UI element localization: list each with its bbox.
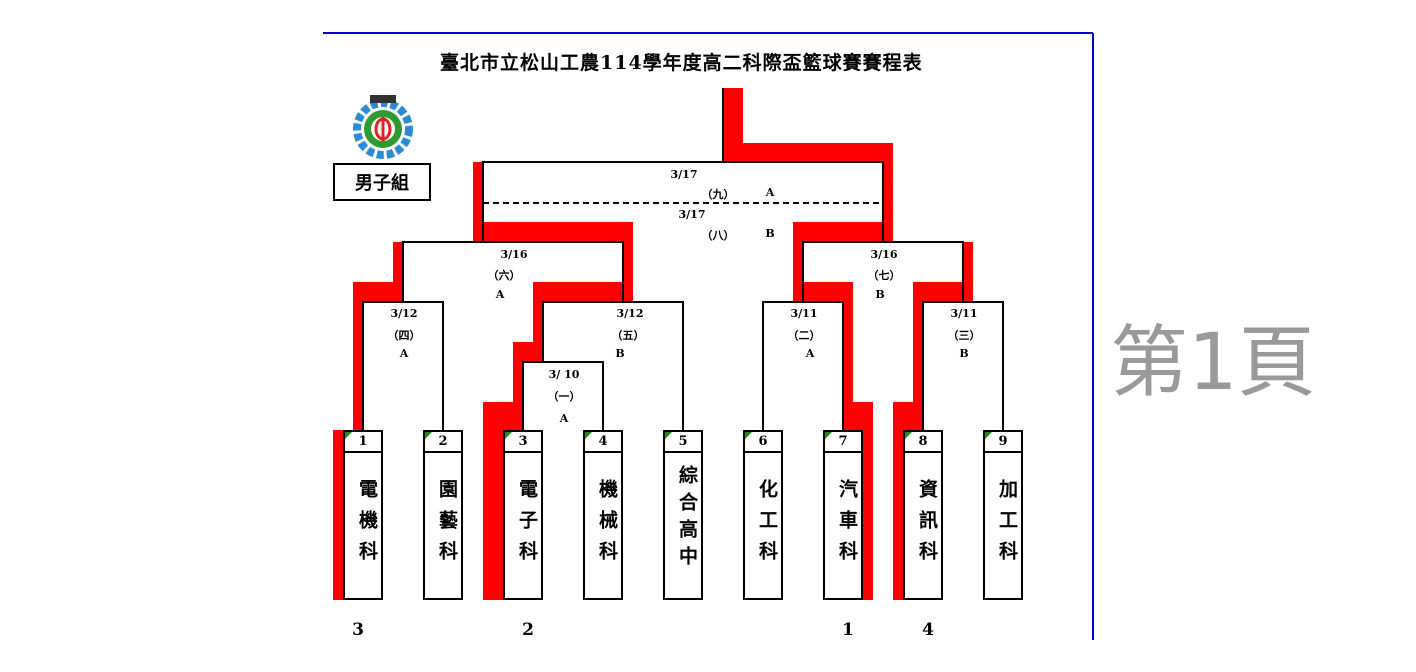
team-box: 3 電子科 — [503, 430, 543, 600]
match-7 — [802, 241, 964, 302]
match-3 — [922, 301, 1004, 430]
team-box: 4 機械科 — [583, 430, 623, 600]
team-box: 6 化工科 — [743, 430, 783, 600]
match-5 — [542, 301, 684, 430]
bracket — [362, 88, 1004, 430]
red-5-win — [533, 282, 623, 302]
team-box: 7 汽車科 — [823, 430, 863, 600]
red-champion — [723, 143, 893, 162]
red-6-win — [483, 222, 633, 242]
team-name: 機械科 — [596, 479, 618, 572]
red-5-win — [533, 282, 543, 362]
match-court: B — [875, 288, 885, 301]
match-date: 3/16 — [870, 248, 898, 261]
match-number: （一） — [547, 390, 581, 403]
match-number: （二） — [787, 329, 821, 342]
team-number: 4 — [585, 432, 621, 453]
final-rank: 2 — [522, 620, 534, 640]
red-team7 — [863, 402, 873, 600]
team-name: 化工科 — [756, 479, 778, 572]
red-final-left — [473, 162, 483, 242]
red-champion — [723, 88, 743, 148]
match-date: 3/17 — [670, 168, 698, 181]
team-number: 9 — [985, 432, 1021, 453]
team-box: 2 園藝科 — [423, 430, 463, 600]
red-3-win — [963, 242, 973, 302]
final-rank: 3 — [352, 620, 364, 640]
team-name: 資訊科 — [916, 479, 938, 572]
match-1 — [522, 361, 604, 430]
red-1-win — [513, 342, 523, 412]
match-number: （七） — [867, 269, 901, 282]
red-team3 — [483, 402, 503, 600]
red-2-win — [843, 282, 853, 430]
match-court: A — [495, 288, 505, 301]
group-label: 男子組 — [333, 163, 431, 201]
red-6-win — [623, 222, 633, 302]
team-box: 9 加工科 — [983, 430, 1023, 600]
team-box: 5 綜合高中 — [663, 430, 703, 600]
match-number: （四） — [387, 329, 421, 342]
match-number: （八） — [701, 229, 735, 242]
match-number: （九） — [701, 188, 735, 201]
red-2-win — [803, 282, 853, 302]
match-court: A — [765, 186, 775, 199]
red-4-win — [353, 282, 363, 430]
page-title: 臺北市立松山工農114學年度高二科際盃籃球賽賽程表 — [440, 52, 923, 74]
match-court: B — [615, 347, 625, 360]
red-team8 — [893, 402, 903, 600]
match-date: 3/12 — [616, 307, 644, 320]
match-court: A — [805, 347, 815, 360]
team-number: 2 — [425, 432, 461, 453]
team-number: 3 — [505, 432, 541, 453]
red-7-win — [793, 222, 803, 302]
red-team1 — [333, 430, 343, 600]
match-6 — [402, 241, 624, 302]
match-date: 3/ 10 — [548, 368, 580, 381]
team-number: 6 — [745, 432, 781, 453]
team-number: 7 — [825, 432, 861, 453]
match-4 — [362, 301, 444, 430]
red-3-win — [913, 282, 973, 302]
page-watermark: 第1頁 — [1110, 318, 1316, 408]
match-date: 3/12 — [390, 307, 418, 320]
match-2 — [762, 301, 844, 430]
red-7-win — [793, 222, 883, 242]
team-number: 5 — [665, 432, 701, 453]
match-date: 3/11 — [790, 307, 818, 320]
team-box: 8 資訊科 — [903, 430, 943, 600]
team-name: 綜合高中 — [676, 465, 698, 573]
red-4-win — [353, 282, 403, 302]
match-number: （五） — [611, 329, 645, 342]
match-date: 3/16 — [500, 248, 528, 261]
team-number: 1 — [345, 432, 381, 453]
match-court: B — [765, 227, 775, 240]
team-name: 電子科 — [516, 479, 538, 572]
team-box: 1 電機科 — [343, 430, 383, 600]
match-court: A — [559, 412, 569, 425]
match-date: 3/11 — [950, 307, 978, 320]
final-rank: 4 — [922, 620, 934, 640]
match-court: A — [399, 347, 409, 360]
winner-paths — [333, 88, 973, 600]
team-number: 8 — [905, 432, 941, 453]
match-date: 3/17 — [678, 208, 706, 221]
red-3-win — [913, 282, 923, 412]
match-number: （三） — [947, 329, 981, 342]
school-logo-icon — [353, 95, 413, 159]
match-number: （六） — [487, 269, 521, 282]
team-name: 電機科 — [356, 479, 378, 572]
team-name: 園藝科 — [436, 479, 458, 572]
red-4-win — [393, 242, 403, 302]
team-name: 汽車科 — [836, 479, 858, 572]
match-court: B — [959, 347, 969, 360]
team-name: 加工科 — [996, 479, 1018, 572]
final-rank: 1 — [842, 620, 854, 640]
red-final-right — [883, 143, 893, 242]
